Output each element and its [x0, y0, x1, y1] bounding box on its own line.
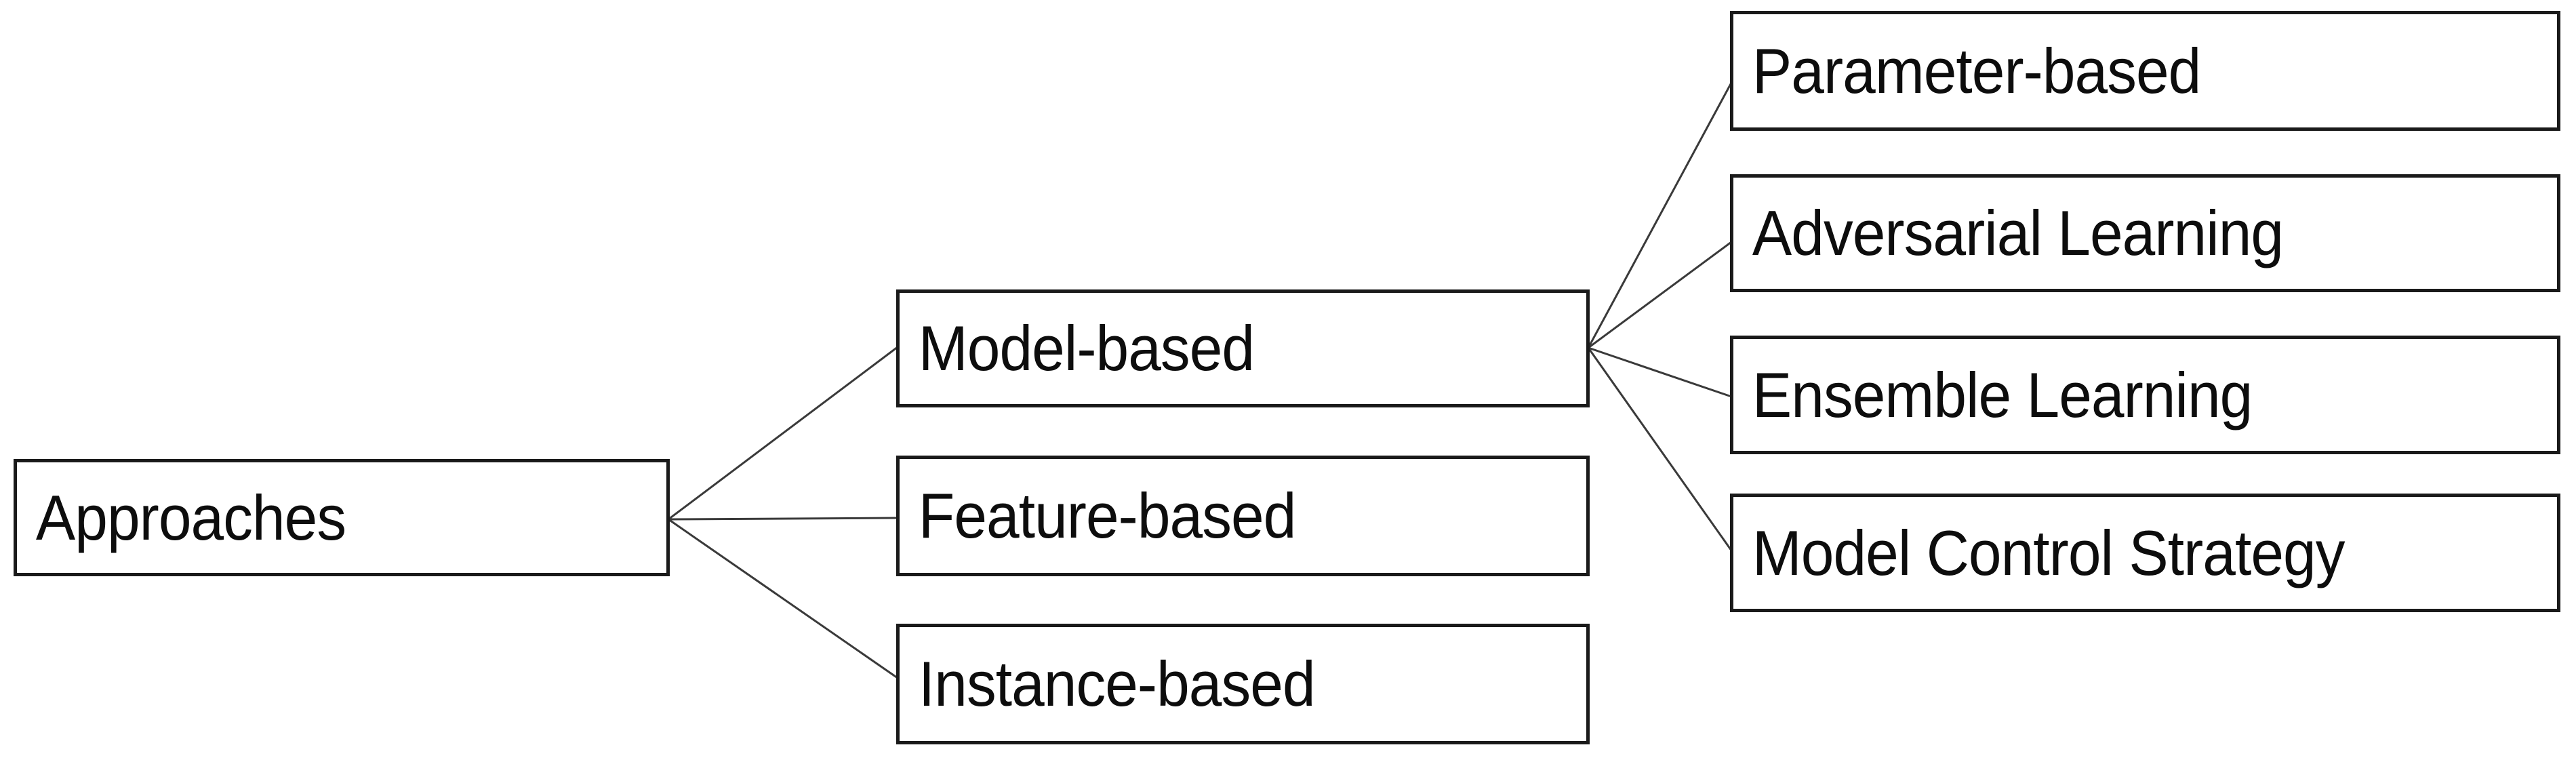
node-model-control-strategy-label: Model Control Strategy: [1752, 517, 2346, 588]
edge-approaches-model-based: [668, 346, 898, 521]
edge-model-ensemble: [1588, 346, 1732, 398]
node-parameter-based[interactable]: Parameter-based: [1730, 11, 2560, 131]
node-feature-based[interactable]: Feature-based: [896, 456, 1590, 576]
node-approaches-label: Approaches: [35, 481, 346, 553]
node-instance-based-label: Instance-based: [918, 648, 1316, 719]
node-instance-based[interactable]: Instance-based: [896, 624, 1590, 744]
edge-model-parameter: [1587, 82, 1733, 348]
edge-model-adversarial: [1588, 241, 1732, 349]
node-ensemble-learning-label: Ensemble Learning: [1752, 359, 2253, 430]
edge-approaches-instance-based: [668, 518, 898, 679]
node-model-control-strategy[interactable]: Model Control Strategy: [1730, 494, 2560, 612]
node-model-based-label: Model-based: [918, 313, 1255, 384]
node-adversarial-learning-label: Adversarial Learning: [1752, 197, 2284, 268]
edge-approaches-feature-based: [668, 517, 898, 521]
node-approaches[interactable]: Approaches: [14, 459, 670, 576]
node-adversarial-learning[interactable]: Adversarial Learning: [1730, 174, 2560, 292]
node-parameter-based-label: Parameter-based: [1752, 35, 2201, 106]
node-ensemble-learning[interactable]: Ensemble Learning: [1730, 336, 2560, 454]
node-model-based[interactable]: Model-based: [896, 289, 1590, 407]
node-feature-based-label: Feature-based: [918, 480, 1296, 551]
edge-model-control: [1587, 347, 1733, 551]
